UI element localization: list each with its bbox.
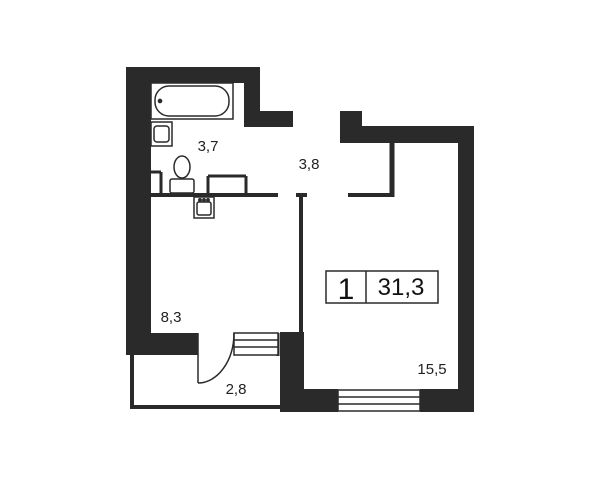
wall-left	[126, 67, 151, 355]
window-balcony	[233, 332, 279, 356]
area-balcony: 2,8	[226, 381, 247, 398]
wall-top-bath	[126, 67, 260, 83]
bathtub-icon	[150, 82, 234, 120]
apartment-badge: 1 31,3	[325, 270, 439, 306]
balcony-outline	[130, 355, 280, 409]
wall-hall-top-right	[340, 111, 362, 127]
area-bathroom: 3,7	[198, 138, 219, 155]
wall-kitchen-bottom	[126, 333, 198, 355]
wall-hall-top-left	[244, 111, 293, 127]
total-area: 31,3	[378, 274, 425, 301]
partitions	[130, 142, 395, 409]
wall-top-living	[340, 126, 473, 143]
window-bottom	[337, 389, 421, 412]
balcony-door	[197, 332, 235, 384]
area-hallway: 3,8	[299, 156, 320, 173]
wall-bottom-living-right	[420, 389, 474, 412]
area-kitchen: 8,3	[161, 309, 182, 326]
badge-frame	[325, 270, 439, 304]
rooms-count: 1	[338, 273, 355, 306]
sink-icon	[193, 196, 215, 219]
washbasin-icon	[150, 121, 173, 147]
toilet-icon	[169, 155, 195, 194]
wall-right	[458, 126, 474, 412]
wall-pier	[280, 332, 304, 412]
walls	[126, 67, 474, 412]
area-living-room: 15,5	[417, 361, 446, 378]
